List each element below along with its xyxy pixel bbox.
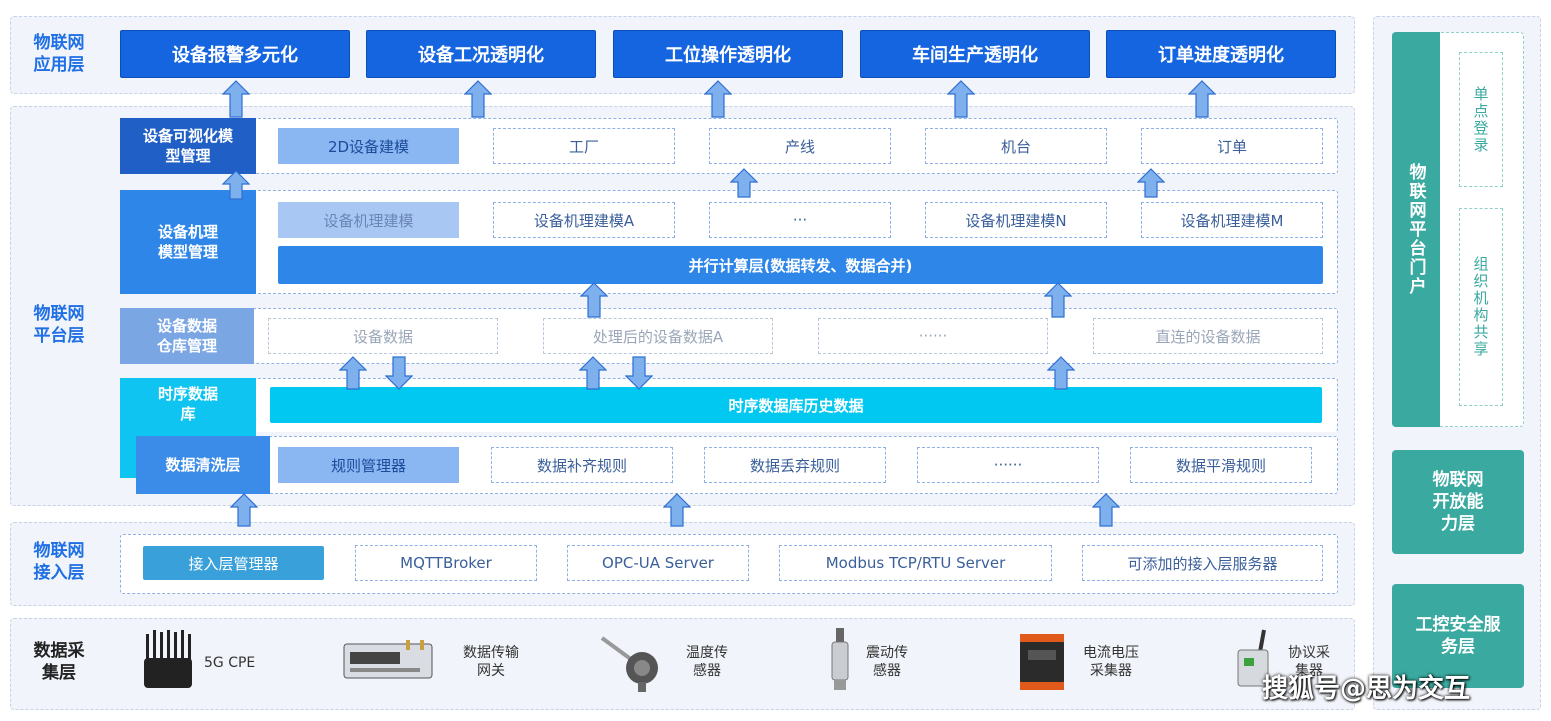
cleaning-item-drop[interactable]: 数据丢弃规则: [704, 447, 886, 483]
current-voltage-collector-icon: [1016, 632, 1068, 692]
device-label-current-voltage: 电流电压采集器: [1083, 645, 1139, 679]
warehouse-item-direct-data[interactable]: 直连的设备数据: [1093, 318, 1323, 354]
flow-arrow-up-icon: [222, 170, 250, 200]
mechanism-item-m[interactable]: 设备机理建模M: [1141, 202, 1323, 238]
gateway-icon: [340, 636, 436, 684]
visual-item-factory[interactable]: 工厂: [493, 128, 675, 164]
flow-arrow-up-icon: [464, 80, 492, 118]
visual-item-machine[interactable]: 机台: [925, 128, 1107, 164]
flow-arrow-up-icon: [1044, 282, 1072, 318]
flow-arrow-up-icon: [947, 80, 975, 118]
visual-lead-box[interactable]: 2D设备建模: [278, 128, 459, 164]
access-item-addable[interactable]: 可添加的接入层服务器: [1082, 545, 1323, 581]
mechanism-lead-box[interactable]: 设备机理建模: [278, 202, 459, 238]
flow-arrow-up-icon: [222, 80, 250, 118]
org-share-box[interactable]: 组织机构共享: [1459, 208, 1503, 406]
app-item-alarm[interactable]: 设备报警多元化: [120, 30, 350, 78]
app-item-condition[interactable]: 设备工况透明化: [366, 30, 596, 78]
access-layer-label: 物联网接入层: [33, 541, 85, 583]
access-item-modbus[interactable]: Modbus TCP/RTU Server: [779, 545, 1052, 581]
flow-arrow-down-icon: [625, 356, 653, 390]
watermark-text: 搜狐号@思为交互: [1262, 674, 1471, 704]
flow-arrow-up-icon: [1188, 80, 1216, 118]
router-5g-icon: [136, 628, 200, 692]
mechanism-item-ellipsis[interactable]: ···: [709, 202, 891, 238]
flow-arrow-up-icon: [580, 282, 608, 318]
app-item-station[interactable]: 工位操作透明化: [613, 30, 843, 78]
collect-layer-band: [10, 618, 1355, 710]
access-item-opcua[interactable]: OPC-UA Server: [567, 545, 749, 581]
cleaning-item-fill[interactable]: 数据补齐规则: [491, 447, 673, 483]
flow-arrow-down-icon: [385, 356, 413, 390]
device-label-gateway: 数据传输网关: [463, 645, 519, 679]
cleaning-item-ellipsis[interactable]: ······: [917, 447, 1099, 483]
app-layer-label: 物联网应用层: [33, 33, 85, 75]
mechanism-item-n[interactable]: 设备机理建模N: [925, 202, 1107, 238]
flow-arrow-up-icon: [704, 80, 732, 118]
device-label-vibration: 震动传感器: [866, 645, 908, 679]
security-service-box[interactable]: 工控安全服务层: [1392, 584, 1524, 688]
device-label-protocol: 协议采集器: [1288, 645, 1330, 679]
warehouse-item-ellipsis[interactable]: ······: [818, 318, 1048, 354]
cleaning-lead-box[interactable]: 规则管理器: [278, 447, 459, 483]
portal-title: 物联网平台门户: [1392, 32, 1440, 427]
visual-item-order[interactable]: 订单: [1141, 128, 1323, 164]
tsdb-history-bar: 时序数据库历史数据: [270, 387, 1322, 423]
app-item-order[interactable]: 订单进度透明化: [1106, 30, 1336, 78]
visual-model-title: 设备可视化模型管理: [120, 118, 256, 174]
vibration-sensor-icon: [826, 626, 854, 694]
flow-arrow-up-icon: [339, 356, 367, 390]
warehouse-item-processed-data[interactable]: 处理后的设备数据A: [543, 318, 773, 354]
app-item-workshop[interactable]: 车间生产透明化: [860, 30, 1090, 78]
temperature-sensor-icon: [598, 630, 668, 694]
device-label-temperature: 温度传感器: [686, 645, 728, 679]
flow-arrow-up-icon: [230, 493, 258, 527]
protocol-collector-icon: [1230, 628, 1278, 692]
warehouse-item-device-data[interactable]: 设备数据: [268, 318, 498, 354]
visual-item-line[interactable]: 产线: [709, 128, 891, 164]
platform-layer-label: 物联网平台层: [33, 304, 85, 346]
open-capability-box[interactable]: 物联网开放能力层: [1392, 450, 1524, 554]
cleaning-item-smooth[interactable]: 数据平滑规则: [1130, 447, 1312, 483]
collect-layer-label: 数据采集层: [33, 641, 85, 683]
flow-arrow-up-icon: [663, 493, 691, 527]
parallel-compute-bar: 并行计算层(数据转发、数据合并): [278, 246, 1323, 284]
mechanism-item-a[interactable]: 设备机理建模A: [493, 202, 675, 238]
warehouse-title: 设备数据仓库管理: [120, 308, 254, 364]
mechanism-model-title: 设备机理模型管理: [120, 190, 256, 294]
sso-box[interactable]: 单点登录: [1459, 52, 1503, 187]
access-item-mqtt[interactable]: MQTTBroker: [355, 545, 537, 581]
flow-arrow-up-icon: [1137, 168, 1165, 198]
cleaning-title: 数据清洗层: [136, 436, 270, 494]
flow-arrow-up-icon: [579, 356, 607, 390]
device-label-5g-cpe: 5G CPE: [204, 655, 256, 671]
access-manager-box[interactable]: 接入层管理器: [143, 546, 324, 580]
flow-arrow-up-icon: [1092, 493, 1120, 527]
flow-arrow-up-icon: [730, 168, 758, 198]
flow-arrow-up-icon: [1047, 356, 1075, 390]
